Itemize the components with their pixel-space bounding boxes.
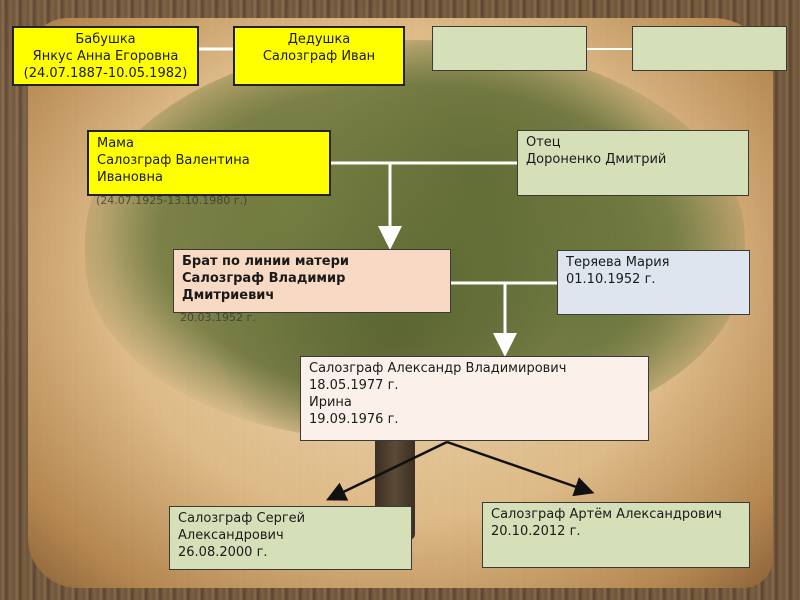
sergey-dates: 26.08.2000 г.	[178, 545, 268, 560]
alexander-dates: 18.05.1977 г.	[309, 378, 399, 393]
empty-box-right	[632, 26, 787, 71]
artyom-dates: 20.10.2012 г.	[491, 524, 581, 539]
father-title: Отец	[526, 135, 561, 150]
grandmother-dates: (24.07.1887-10.05.1982)	[23, 66, 188, 81]
sergey-name-line2: Александрович	[178, 528, 284, 543]
mother-name-line1: Салозграф Валентина	[97, 153, 250, 168]
alexander-spouse-dates: 19.09.1976 г.	[309, 412, 399, 427]
alexander-box: Салозграф Александр Владимирович 18.05.1…	[300, 356, 649, 441]
brother-name-line1: Салозграф Владимир	[182, 271, 346, 286]
mother-box: Мама Салозграф Валентина Ивановна	[87, 130, 331, 196]
alexander-spouse: Ирина	[309, 395, 352, 410]
alexander-name: Салозграф Александр Владимирович	[309, 361, 567, 376]
mother-dates: (24.07.1925-13.10.1980 г.)	[96, 194, 248, 207]
teryaeva-box: Теряева Мария 01.10.1952 г.	[557, 250, 750, 315]
sergey-name-line1: Салозграф Сергей	[178, 511, 306, 526]
mother-name-line2: Ивановна	[97, 170, 163, 185]
brother-title: Брат по линии матери	[182, 254, 350, 269]
sergey-box: Салозграф Сергей Александрович 26.08.200…	[169, 506, 412, 570]
grandfather-title: Дедушка	[287, 32, 351, 47]
grandfather-box: Дедушка Салозграф Иван	[233, 26, 405, 86]
grandmother-box: Бабушка Янкус Анна Егоровна (24.07.1887-…	[12, 26, 199, 86]
empty-box-left	[432, 26, 587, 71]
mother-title: Мама	[97, 136, 134, 151]
brother-dates: 20.03.1952 г.	[180, 311, 256, 324]
teryaeva-dates: 01.10.1952 г.	[566, 272, 656, 287]
grandmother-title: Бабушка	[75, 32, 136, 47]
teryaeva-name: Теряева Мария	[566, 255, 670, 270]
artyom-box: Салозграф Артём Александрович 20.10.2012…	[482, 502, 750, 568]
grandmother-name: Янкус Анна Егоровна	[32, 49, 179, 64]
brother-name-line2: Дмитриевич	[182, 288, 275, 303]
grandfather-name: Салозграф Иван	[262, 49, 376, 64]
father-box: Отец Дороненко Дмитрий	[517, 130, 749, 196]
brother-box: Брат по линии матери Салозграф Владимир …	[173, 249, 451, 313]
artyom-name: Салозграф Артём Александрович	[491, 507, 722, 522]
father-name: Дороненко Дмитрий	[526, 152, 667, 167]
